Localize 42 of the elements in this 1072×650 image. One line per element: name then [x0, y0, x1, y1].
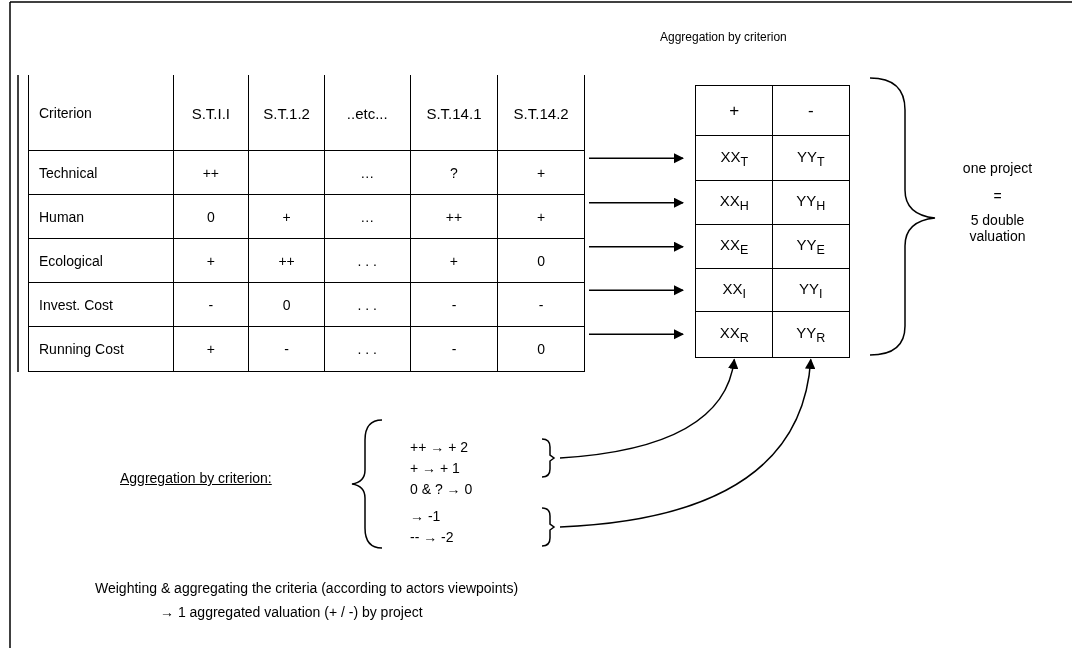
table-cell-text: Running Cost	[38, 339, 125, 359]
arrow	[588, 197, 685, 208]
table-cell: 0	[497, 327, 584, 371]
table-cell-text: Technical	[38, 163, 99, 183]
mapping-text: 0 & ? → 0	[410, 480, 473, 499]
mapping-text: → -1	[410, 507, 442, 526]
table-heading: Aggregation by criterion	[660, 30, 787, 44]
table-cell: YY$_{I}$	[772, 268, 850, 313]
header-cell-text: Criterion	[38, 104, 93, 123]
mapping-text: + → + 1	[410, 459, 461, 478]
table-cell-text: Invest. Cost	[38, 295, 114, 315]
header-cell: +	[695, 85, 774, 137]
table-cell: XX$_{R}$	[695, 311, 774, 358]
arrow	[588, 285, 685, 296]
table-cell: YY$_{T}$	[772, 135, 850, 182]
arrow	[588, 329, 685, 340]
brace-note: =	[992, 188, 1003, 204]
arrow	[588, 241, 685, 252]
table-cell: YY$_{H}$	[772, 180, 850, 226]
table-cell: -	[248, 327, 324, 371]
table-cell: YY$_{R}$	[772, 311, 850, 358]
table-cell: +	[172, 327, 249, 371]
brace-note: 5 double valuation	[968, 212, 1027, 244]
table-cell: XX$_{H}$	[695, 180, 774, 226]
mapping-text: ++ → + 2	[410, 438, 469, 457]
header-cell: -	[772, 85, 850, 137]
arrow	[559, 358, 738, 459]
table-cell: YY$_{E}$	[772, 224, 850, 270]
table-cell: . . .	[323, 327, 410, 371]
table-cell: -	[409, 327, 498, 371]
table-cell: XX$_{T}$	[695, 135, 774, 182]
table-cell-text: Human	[38, 207, 86, 227]
table-cell: XX$_{I}$	[695, 268, 774, 313]
section-label: Aggregation by criterion:	[120, 470, 272, 486]
arrow	[559, 358, 815, 528]
note-text: Weighting & aggregating the criteria (according to actors viewpoints)	[95, 580, 519, 596]
brace-note: one project	[961, 160, 1034, 176]
table-cell: XX$_{E}$	[695, 224, 774, 270]
table-cell-text: Ecological	[38, 251, 104, 271]
arrow	[588, 153, 685, 164]
note-text: → 1 aggregated valuation (+ / -) by project	[160, 604, 423, 620]
mapping-text: -- → -2	[410, 528, 455, 547]
